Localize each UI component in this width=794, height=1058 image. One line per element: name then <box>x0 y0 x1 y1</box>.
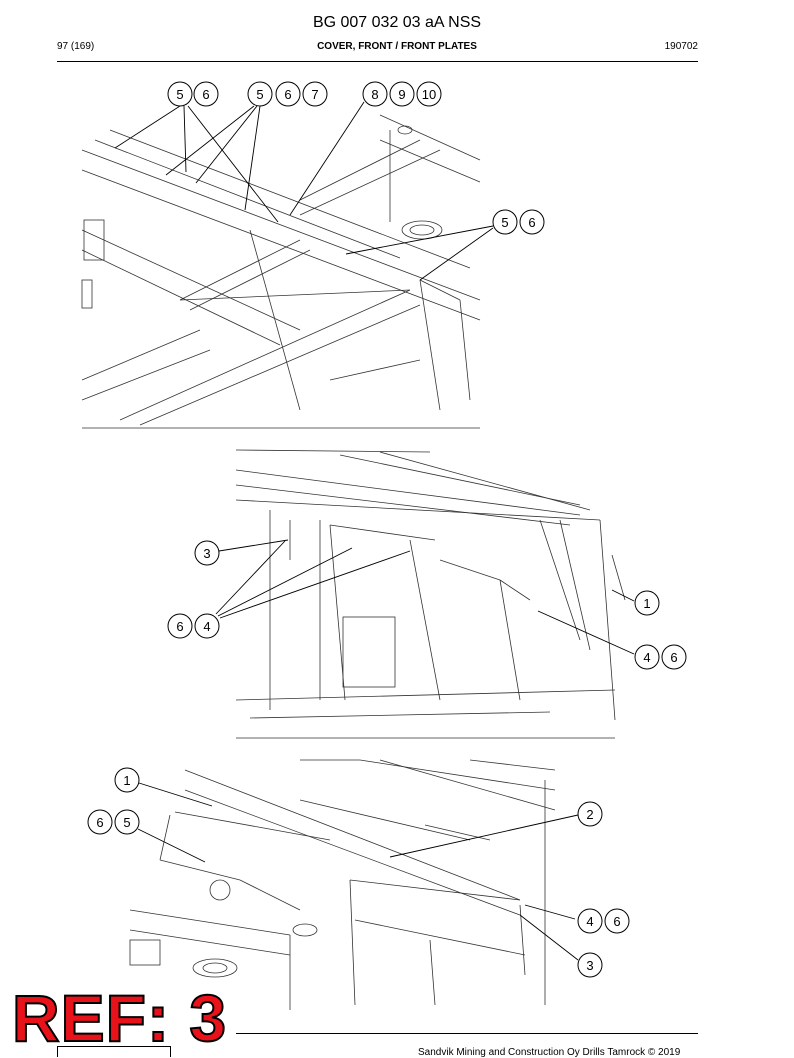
callout-4: 4 <box>643 650 650 665</box>
figure-2-callouts <box>167 540 687 670</box>
callout-9: 9 <box>398 87 405 102</box>
callout-5: 5 <box>501 215 508 230</box>
footer-rule <box>236 1033 698 1034</box>
page-number: 97 (169) <box>57 41 95 52</box>
callout-6: 6 <box>613 914 620 929</box>
callout-6: 6 <box>670 650 677 665</box>
callout-2: 2 <box>586 807 593 822</box>
callout-6: 6 <box>176 619 183 634</box>
document-title: BG 007 032 03 aA NSS <box>312 14 482 31</box>
callout-6: 6 <box>528 215 535 230</box>
document-code: 190702 <box>664 41 698 52</box>
section-title: COVER, FRONT / FRONT PLATES <box>317 41 477 52</box>
callout-1: 1 <box>123 773 130 788</box>
callout-5: 5 <box>123 815 130 830</box>
callout-5: 5 <box>176 87 183 102</box>
figure-2-drawing <box>235 449 626 739</box>
figure-3-drawing <box>129 759 556 1010</box>
callout-3: 3 <box>203 546 210 561</box>
callout-6: 6 <box>96 815 103 830</box>
figure-1-drawing <box>81 114 481 429</box>
header-rule <box>57 61 698 62</box>
callout-8: 8 <box>371 87 378 102</box>
figure-2-leaders <box>215 539 635 655</box>
ref-stamp: REF: 3 <box>11 981 228 1055</box>
company-logo <box>57 1046 171 1057</box>
callout-10: 10 <box>422 87 436 102</box>
figure-2-callout-labels: 3 6 4 1 4 6 <box>176 546 677 665</box>
callout-6: 6 <box>284 87 291 102</box>
figure-1-leaders <box>114 101 494 281</box>
callout-7: 7 <box>311 87 318 102</box>
figure-3-callouts <box>87 767 630 978</box>
callout-3: 3 <box>586 958 593 973</box>
callout-5: 5 <box>256 87 263 102</box>
figure-3-callout-labels: 1 6 5 2 4 6 3 <box>96 773 620 973</box>
figure-1-callout-labels: 5 6 5 6 7 8 9 10 5 6 <box>176 87 535 230</box>
callout-6: 6 <box>202 87 209 102</box>
figure-3-leaders <box>137 782 579 961</box>
callout-4: 4 <box>586 914 593 929</box>
callout-1: 1 <box>643 596 650 611</box>
figure-1-callouts <box>167 81 545 235</box>
callout-4: 4 <box>203 619 210 634</box>
